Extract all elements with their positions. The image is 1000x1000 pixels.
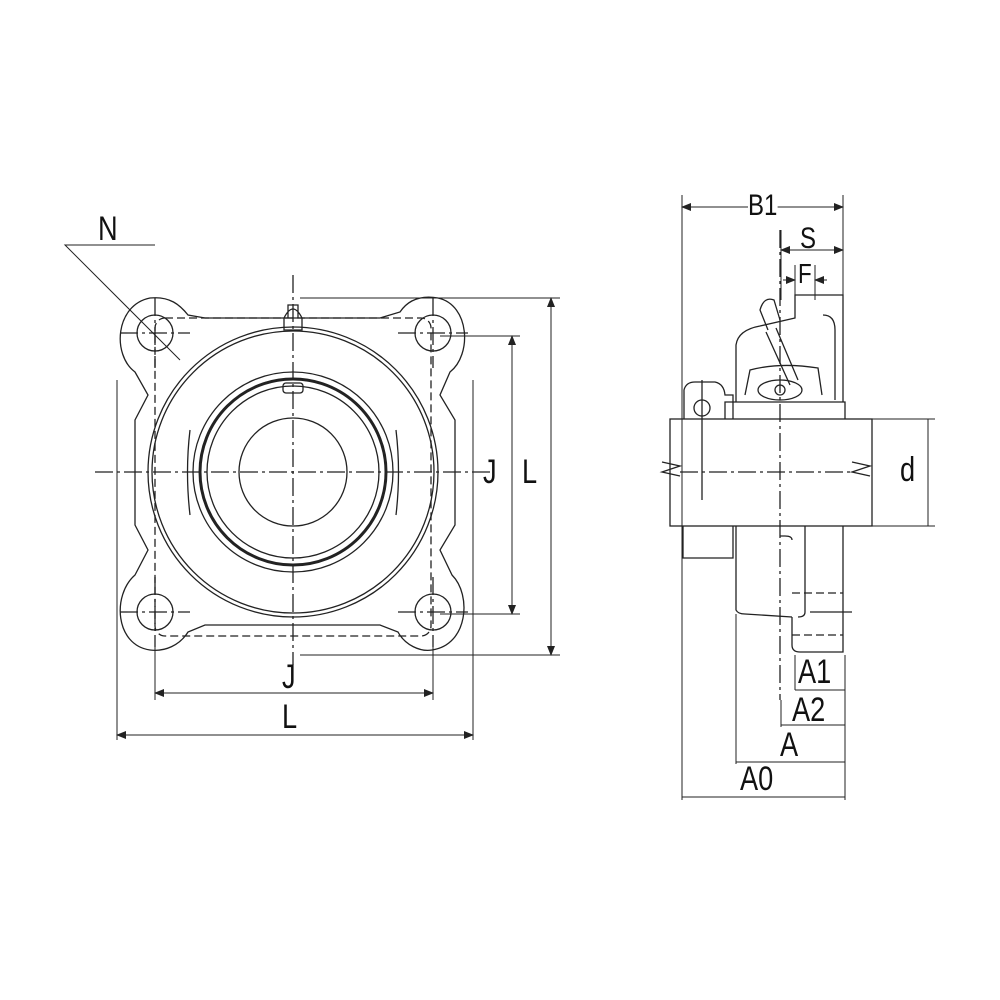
front-centerlines [95, 275, 490, 665]
label-s: S [800, 222, 817, 255]
label-f: F [798, 258, 812, 289]
label-j-horizontal: J [282, 658, 296, 696]
flange-outline [119, 296, 466, 651]
label-a2: A2 [792, 691, 826, 729]
housing-inner [744, 364, 823, 396]
label-a: A [780, 726, 799, 764]
label-a0: A0 [740, 760, 774, 798]
housing-top [724, 294, 846, 419]
label-l-vertical: L [522, 453, 538, 491]
shaft-break-right [849, 461, 873, 477]
front-dimension-lines [63, 244, 560, 740]
side-dimension-lines [681, 195, 935, 800]
locking-collar [683, 381, 734, 419]
label-b1: B1 [748, 189, 778, 222]
label-d: d [900, 451, 916, 489]
n-leader-line [63, 244, 181, 361]
label-j-vertical: J [483, 453, 497, 491]
label-a1: A1 [798, 653, 832, 691]
shaft [669, 418, 873, 527]
shaft-break-left [659, 461, 683, 477]
label-l-horizontal: L [282, 698, 298, 736]
grease-nipple-side [759, 298, 799, 386]
housing-lower [682, 526, 844, 653]
front-view [63, 244, 560, 740]
side-view [659, 195, 935, 800]
label-n: N [98, 210, 118, 248]
